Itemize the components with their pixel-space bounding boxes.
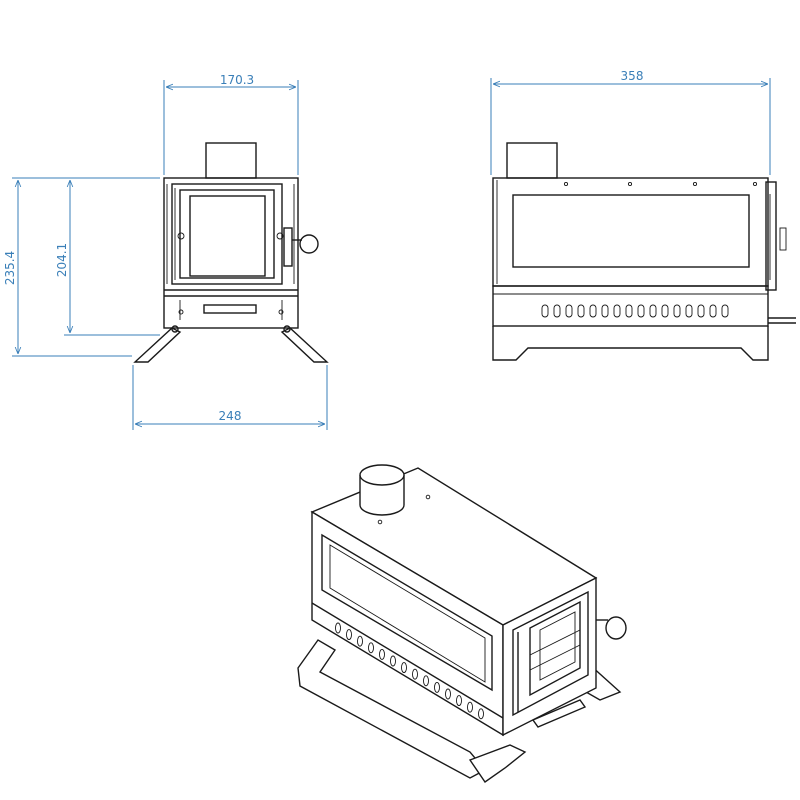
iso-vent-slot bbox=[335, 622, 341, 634]
dimension-side-length: 358 bbox=[490, 69, 771, 175]
vent-slot bbox=[625, 304, 633, 318]
label-overall-height: 235.4 bbox=[3, 251, 17, 285]
iso-pull-bar bbox=[531, 699, 587, 728]
vent-slot bbox=[577, 304, 585, 318]
front-door-glass bbox=[189, 195, 266, 277]
side-apron bbox=[492, 285, 769, 327]
iso-vent-slot bbox=[390, 655, 396, 667]
label-body-height: 204.1 bbox=[55, 243, 69, 277]
iso-chimney bbox=[359, 464, 405, 516]
vent-slot bbox=[613, 304, 621, 318]
iso-vent-slot bbox=[368, 642, 374, 654]
iso-door-glass bbox=[529, 600, 581, 697]
side-base bbox=[492, 326, 769, 361]
iso-vent-slot bbox=[478, 708, 484, 720]
vent-slot bbox=[721, 304, 729, 318]
iso-handle-icon bbox=[596, 616, 627, 640]
side-window bbox=[512, 194, 750, 268]
side-vent-slots bbox=[541, 304, 729, 318]
dimension-leg-span: 248 bbox=[132, 365, 328, 430]
side-view bbox=[492, 142, 796, 361]
iso-vent-slot bbox=[379, 648, 385, 660]
vent-slot bbox=[541, 304, 549, 318]
side-door-edge bbox=[765, 181, 777, 291]
vent-slot bbox=[697, 304, 705, 318]
front-chimney bbox=[205, 142, 257, 179]
iso-window bbox=[321, 533, 493, 692]
dimension-front-width: 170.3 bbox=[163, 73, 299, 175]
iso-vent-slot bbox=[412, 668, 418, 680]
vent-slot bbox=[685, 304, 693, 318]
iso-vent-slot bbox=[456, 695, 462, 707]
label-side-length: 358 bbox=[621, 69, 644, 83]
front-body bbox=[163, 177, 299, 329]
side-chimney bbox=[506, 142, 558, 179]
dimension-body-height: 204.1 bbox=[55, 180, 160, 336]
front-air-slot bbox=[203, 304, 257, 314]
vent-slot bbox=[589, 304, 597, 318]
iso-vent-slot bbox=[467, 701, 473, 713]
vent-slot bbox=[709, 304, 717, 318]
vent-slot bbox=[637, 304, 645, 318]
vent-slot bbox=[601, 304, 609, 318]
iso-vent-slot bbox=[434, 681, 440, 693]
iso-front-foot bbox=[468, 744, 527, 783]
front-legs bbox=[133, 325, 329, 363]
iso-vent-slot bbox=[346, 629, 352, 641]
front-handle-icon bbox=[283, 227, 319, 267]
vent-slot bbox=[673, 304, 681, 318]
iso-door-frame bbox=[512, 590, 589, 717]
vent-slot bbox=[553, 304, 561, 318]
side-body bbox=[492, 177, 769, 287]
dimension-overall-height: 235.4 bbox=[3, 177, 160, 357]
front-view bbox=[133, 142, 329, 363]
iso-left-leg bbox=[297, 639, 487, 779]
iso-vent-slot bbox=[423, 675, 429, 687]
iso-end-face bbox=[502, 576, 597, 737]
front-door-inner bbox=[179, 189, 275, 279]
vent-slot bbox=[649, 304, 657, 318]
vent-slot bbox=[661, 304, 669, 318]
iso-view bbox=[297, 464, 627, 783]
iso-vent-slots bbox=[335, 622, 484, 720]
vent-slot bbox=[565, 304, 573, 318]
label-front-width: 170.3 bbox=[220, 73, 254, 87]
label-leg-span: 248 bbox=[219, 409, 242, 423]
iso-vent-slot bbox=[445, 688, 451, 700]
iso-vent-slot bbox=[401, 662, 407, 674]
iso-vent-slot bbox=[357, 635, 363, 647]
